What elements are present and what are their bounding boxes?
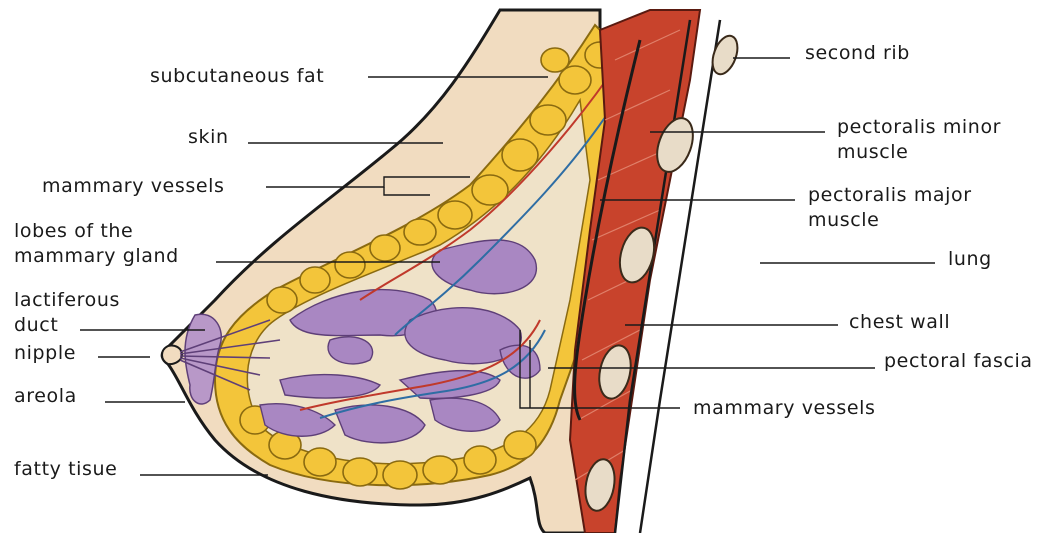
label-pectoralis-minor-line2: muscle: [837, 141, 908, 163]
label-pectoral-fascia: pectoral fascia: [884, 350, 1033, 372]
label-pectoralis-major-line2: muscle: [808, 209, 879, 231]
label-lobes-line2: mammary gland: [14, 245, 179, 267]
label-fatty-tissue: fatty tisue: [14, 458, 117, 480]
label-chest-wall: chest wall: [849, 311, 950, 333]
label-lactiferous-line1: lactiferous: [14, 289, 120, 311]
label-subcutaneous-fat: subcutaneous fat: [150, 65, 324, 87]
nipple: [162, 345, 182, 364]
label-nipple: nipple: [14, 342, 76, 364]
label-mammary-vessels-left: mammary vessels: [42, 175, 225, 197]
label-pectoralis-major-line1: pectoralis major: [808, 184, 972, 206]
label-areola: areola: [14, 385, 77, 407]
label-skin: skin: [188, 126, 229, 148]
label-mammary-vessels-right: mammary vessels: [693, 397, 876, 419]
label-lung: lung: [948, 248, 992, 270]
label-lobes-line1: lobes of the: [14, 220, 133, 242]
label-pectoralis-minor-line1: pectoralis minor: [837, 116, 1001, 138]
label-second-rib: second rib: [805, 42, 910, 64]
label-lactiferous-line2: duct: [14, 314, 58, 336]
